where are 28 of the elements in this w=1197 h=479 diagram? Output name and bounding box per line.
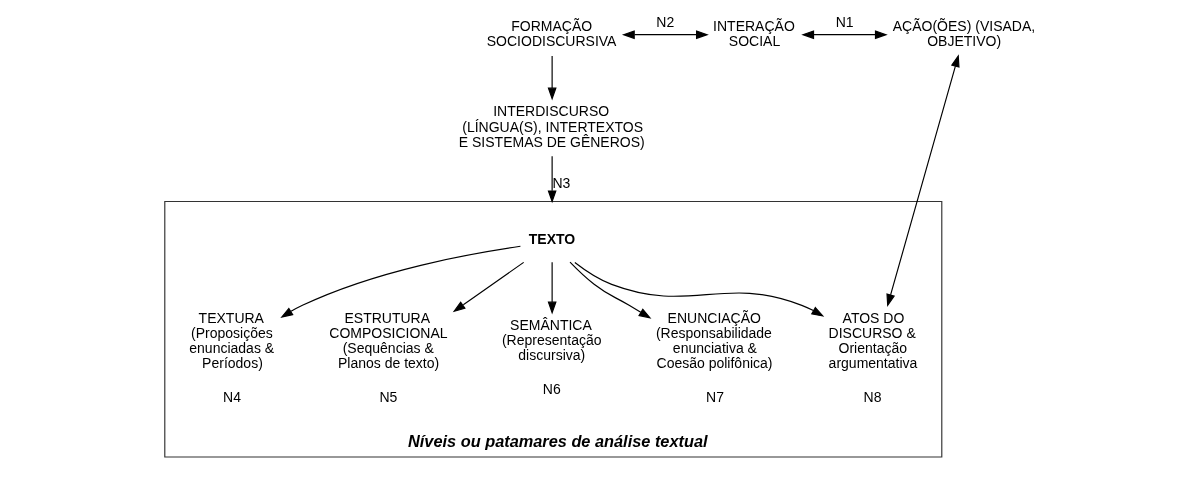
node-text: TEXTURA (Proposições enunciadas & Períodos) — [189, 309, 275, 371]
arrow — [547, 155, 557, 203]
node-text: ATOS DO DISCURSO & Orientação argumentativa — [828, 309, 918, 371]
arrow — [452, 261, 525, 312]
edge-label: N1 — [835, 13, 854, 30]
node-text: AÇÃO(ÕES) (VISADA, OBJETIVO) — [892, 17, 1036, 49]
arrow — [280, 245, 521, 318]
node-text: SEMÂNTICA (Representação discursiva) — [501, 316, 602, 363]
arrow — [547, 54, 557, 100]
node-label: N6 — [542, 380, 561, 397]
node-text: ENUNCIAÇÃO (Responsabilidade enunciativa & Coesão polifônica) — [655, 309, 773, 371]
arrow — [569, 261, 652, 319]
node-label: N4 — [223, 388, 242, 405]
arrow — [801, 29, 888, 39]
arrow — [621, 29, 709, 39]
node-label: N7 — [706, 388, 725, 405]
arrow — [547, 261, 557, 314]
edge-label: N2 — [656, 13, 675, 30]
node-text: INTERDISCURSO (LÍNGUA(S), INTERTEXTOS E SISTEMAS DE GÊNEROS) — [458, 102, 645, 150]
edge-label: N3 — [552, 174, 571, 191]
arrow — [886, 53, 960, 307]
node-text: ESTRUTURA COMPOSICIONAL (Sequências & Planos de texto) — [329, 309, 448, 371]
node-text: FORMAÇÃO SOCIODISCURSIVA — [486, 17, 617, 49]
node-text: TEXTO — [528, 230, 576, 247]
node-text: INTERAÇÃO SOCIAL — [713, 17, 795, 49]
node-label: N8 — [863, 388, 882, 405]
arrow — [574, 261, 825, 317]
node-label: N5 — [379, 388, 398, 405]
